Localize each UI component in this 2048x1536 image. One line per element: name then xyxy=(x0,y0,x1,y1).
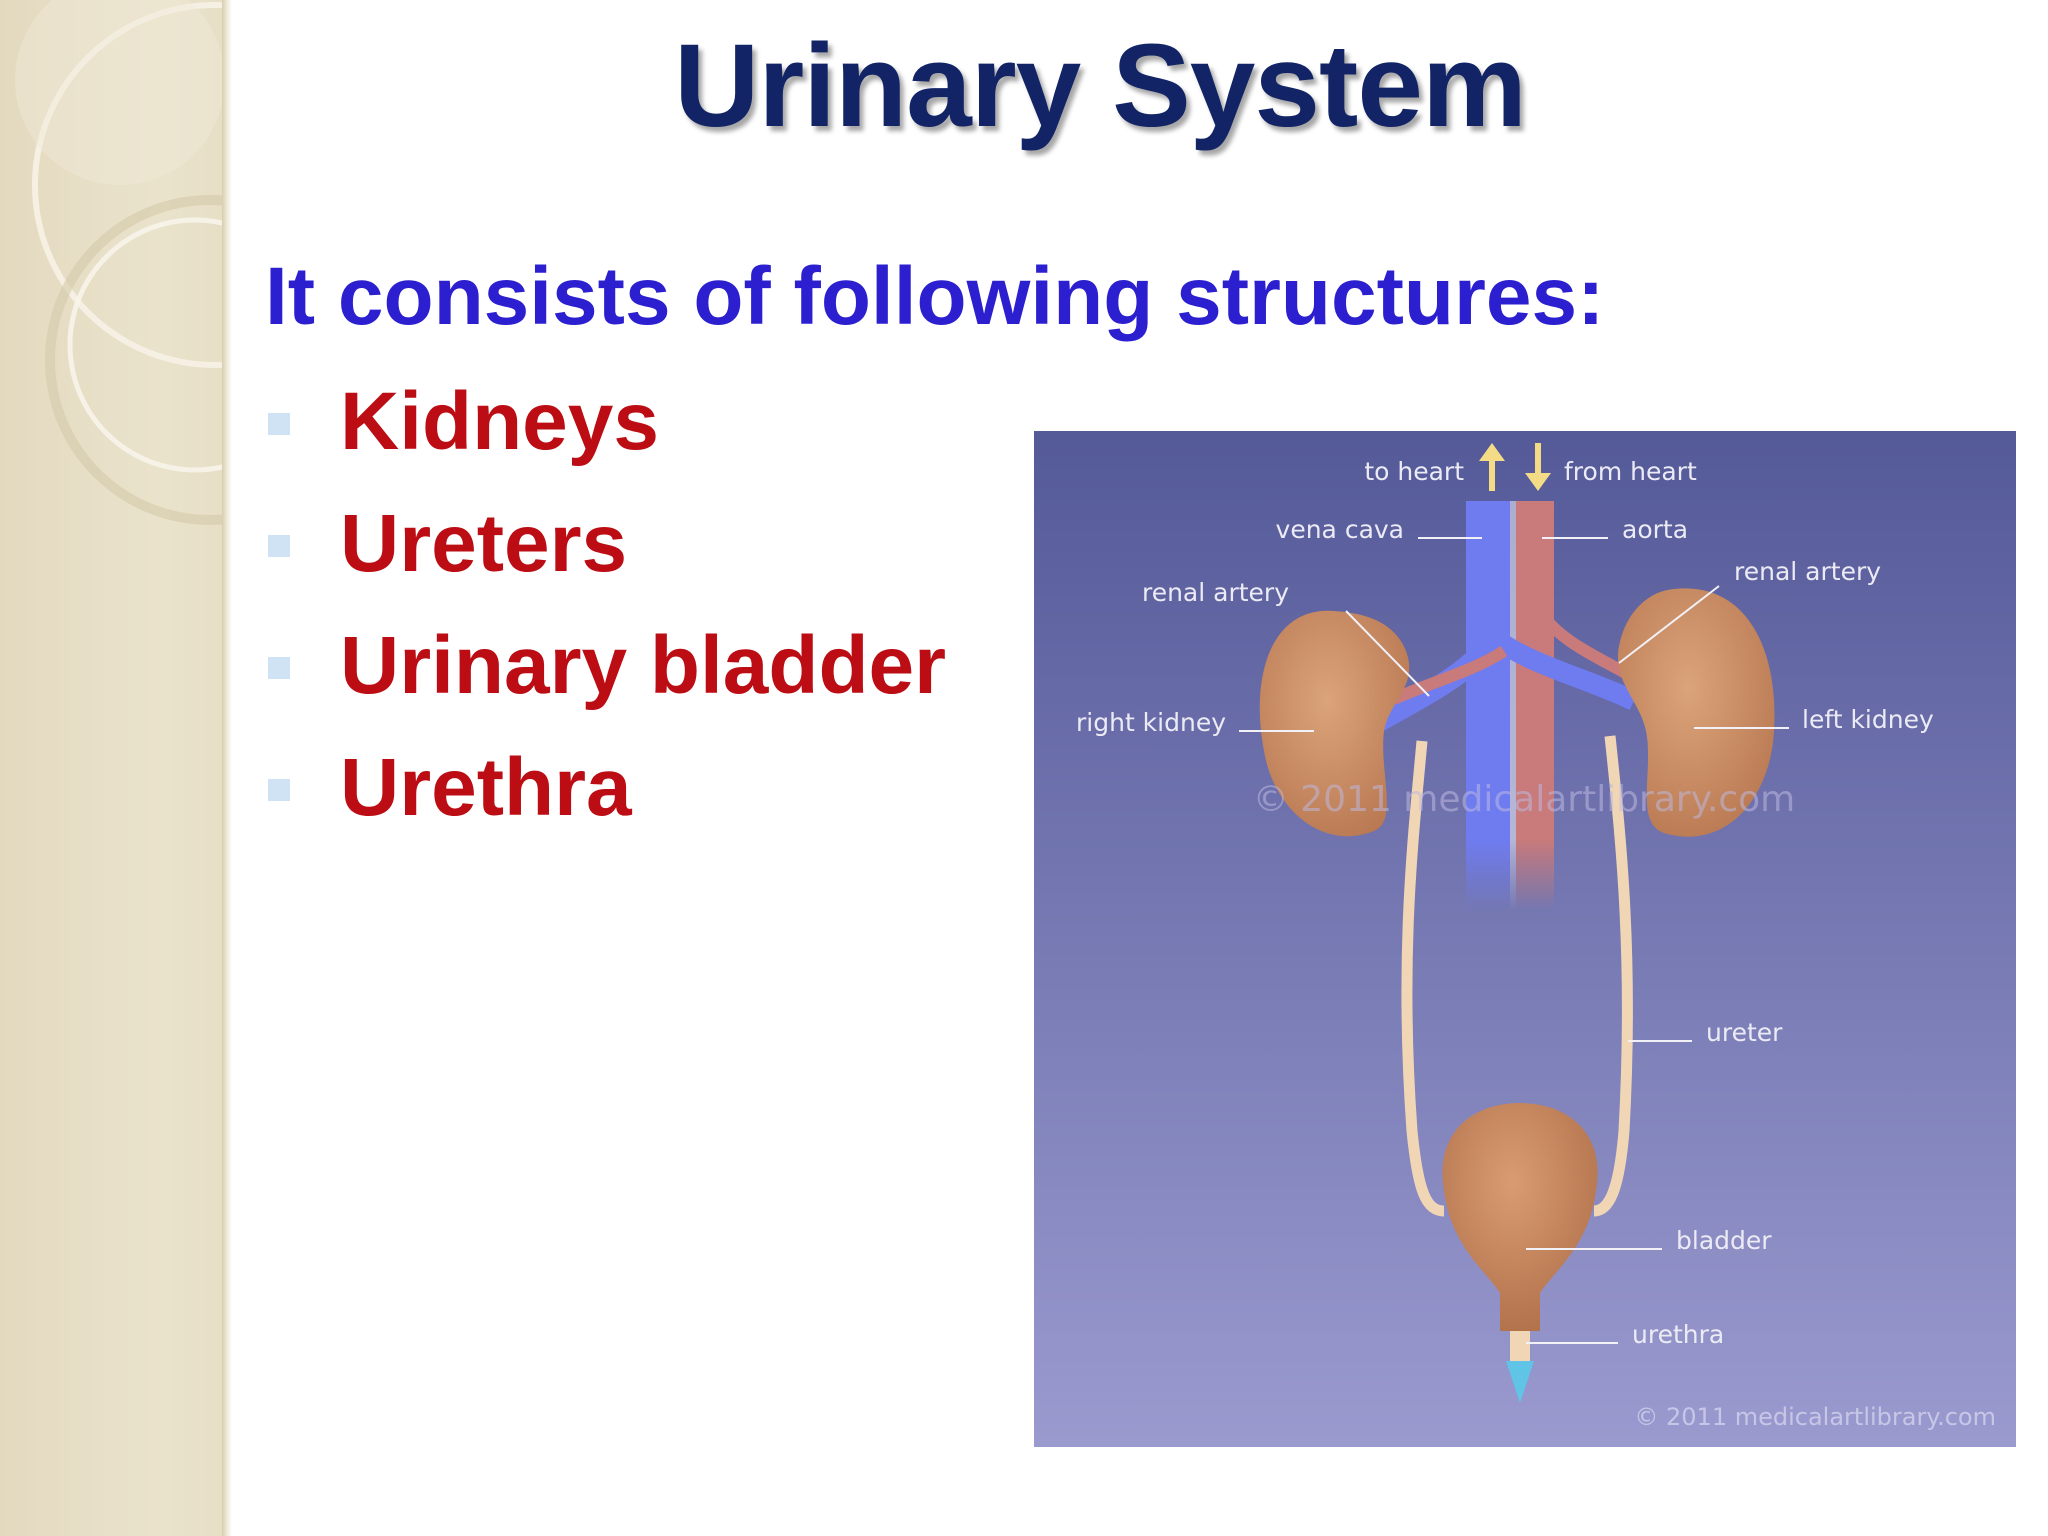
label-vena-cava: vena cava xyxy=(1276,515,1404,544)
bladder-organ xyxy=(1442,1103,1598,1331)
bullet-square-icon xyxy=(268,413,290,435)
aorta-vessel xyxy=(1516,501,1554,911)
slide-title: Urinary System xyxy=(674,20,1527,152)
sidebar-circles-decoration xyxy=(15,0,230,525)
down-arrow-icon xyxy=(1506,1361,1534,1403)
right-renal-artery xyxy=(1391,645,1508,705)
label-to-heart: to heart xyxy=(1364,457,1464,486)
copyright-credit: © 2011 medicalartlibrary.com xyxy=(1634,1403,1996,1431)
urethra-tube xyxy=(1510,1331,1530,1363)
label-ureter: ureter xyxy=(1706,1018,1783,1047)
right-kidney xyxy=(1259,610,1410,837)
left-ureter xyxy=(1593,735,1633,1217)
up-arrow-icon xyxy=(1479,443,1505,491)
label-renal-artery-right-side: renal artery xyxy=(1142,578,1289,607)
down-arrow-icon xyxy=(1525,443,1551,491)
left-kidney xyxy=(1617,588,1775,837)
bullet-square-icon xyxy=(268,657,290,679)
label-urethra: urethra xyxy=(1632,1320,1724,1349)
watermark-text: © 2011 medicalartlibrary.com xyxy=(1253,779,1795,820)
bullet-square-icon xyxy=(268,779,290,801)
right-ureter xyxy=(1401,740,1445,1217)
sidebar-edge xyxy=(222,0,232,1536)
list-item-label: Urinary bladder xyxy=(340,620,947,711)
label-aorta: aorta xyxy=(1622,515,1688,544)
label-bladder: bladder xyxy=(1676,1226,1772,1255)
label-right-kidney: right kidney xyxy=(1076,708,1226,737)
bullet-square-icon xyxy=(268,535,290,557)
decorative-sidebar xyxy=(0,0,230,1536)
list-item-label: Ureters xyxy=(340,498,628,589)
label-renal-artery-left-side: renal artery xyxy=(1734,557,1881,586)
list-item-label: Urethra xyxy=(340,742,632,833)
vena-cava xyxy=(1466,501,1510,911)
left-renal-vein xyxy=(1493,632,1639,710)
label-from-heart: from heart xyxy=(1564,457,1697,486)
label-left-kidney: left kidney xyxy=(1802,705,1934,734)
list-item-label: Kidneys xyxy=(340,376,659,467)
intro-text: It consists of following structures: xyxy=(265,251,1605,342)
urinary-system-diagram: to heart from heart vena cava aorta rena… xyxy=(1034,431,2016,1447)
